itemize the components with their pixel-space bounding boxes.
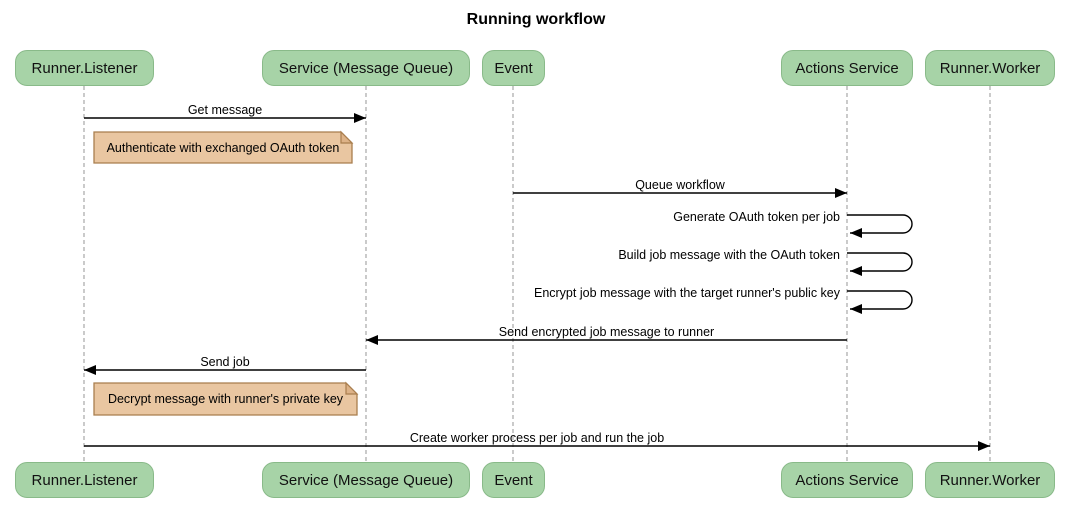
participant-label: Actions Service <box>795 471 899 489</box>
note-fold-decrypt <box>345 381 359 395</box>
participant-label: Actions Service <box>795 59 899 77</box>
note-authenticate-oauth: Authenticate with exchanged OAuth token <box>106 140 340 155</box>
note-shape-decrypt <box>93 382 358 416</box>
participant-event-bottom: Event <box>482 462 545 498</box>
note-shape-authenticate <box>93 131 353 164</box>
message-label-send-encrypted-job-message: Send encrypted job message to runner <box>498 325 715 339</box>
message-label-get-message: Get message <box>187 103 263 117</box>
participant-runner-worker-bottom: Runner.Worker <box>925 462 1055 498</box>
participant-runner-worker-top: Runner.Worker <box>925 50 1055 86</box>
message-label-build-job-message: Build job message with the OAuth token <box>618 248 840 262</box>
participant-runner-listener-bottom: Runner.Listener <box>15 462 154 498</box>
self-arrow-build-job-message <box>847 252 913 276</box>
participant-label: Runner.Listener <box>31 471 138 489</box>
participant-label: Event <box>494 471 533 489</box>
participant-label: Event <box>494 59 533 77</box>
participant-actions-service-bottom: Actions Service <box>781 462 913 498</box>
diagram-title: Running workflow <box>466 11 606 28</box>
participant-label: Service (Message Queue) <box>278 471 454 489</box>
participant-runner-listener-top: Runner.Listener <box>15 50 154 86</box>
participant-label: Service (Message Queue) <box>278 59 454 77</box>
participant-event-top: Event <box>482 50 545 86</box>
message-label-queue-workflow: Queue workflow <box>635 178 725 192</box>
participant-label: Runner.Listener <box>31 59 138 77</box>
self-arrow-generate-oauth-token <box>847 214 913 238</box>
message-label-create-worker-process: Create worker process per job and run th… <box>409 431 665 445</box>
self-arrow-encrypt-job-message <box>847 290 913 314</box>
participant-service-message-queue-bottom: Service (Message Queue) <box>262 462 470 498</box>
note-fold-authenticate <box>340 130 354 144</box>
message-label-send-job: Send job <box>200 355 250 369</box>
participant-actions-service-top: Actions Service <box>781 50 913 86</box>
participant-service-message-queue-top: Service (Message Queue) <box>262 50 470 86</box>
message-label-generate-oauth-token: Generate OAuth token per job <box>673 210 840 224</box>
participant-label: Runner.Worker <box>939 471 1041 489</box>
note-decrypt-private-key: Decrypt message with runner's private ke… <box>107 392 344 406</box>
message-label-encrypt-job-message: Encrypt job message with the target runn… <box>533 286 840 300</box>
participant-label: Runner.Worker <box>939 59 1041 77</box>
